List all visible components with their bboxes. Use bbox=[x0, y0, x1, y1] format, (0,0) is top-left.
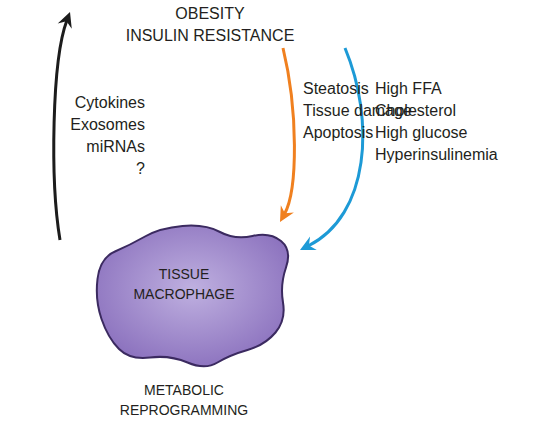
curved-arrow bbox=[300, 48, 363, 250]
edge-label: Cytokines Exosomes miRNAs ? bbox=[70, 94, 145, 177]
arrow-line bbox=[283, 48, 294, 214]
curved-arrow bbox=[280, 48, 294, 222]
heading-text: INSULIN RESISTANCE bbox=[70, 26, 350, 46]
arrow-head bbox=[280, 205, 294, 222]
arrow-head bbox=[58, 12, 72, 29]
edge-label: High FFA Cholesterol High glucose Hyperi… bbox=[375, 80, 498, 163]
macrophage-blob: TISSUE MACROPHAGEMETABOLIC REPROGRAMMING bbox=[60, 222, 300, 372]
arrow-line bbox=[308, 48, 363, 246]
label-frame: High FFA Cholesterol High glucose Hyperi… bbox=[375, 78, 475, 166]
node-label: TISSUE MACROPHAGE bbox=[128, 264, 240, 304]
blob-shape bbox=[97, 226, 288, 367]
arrow-head bbox=[300, 237, 317, 250]
node-caption: METABOLIC REPROGRAMMING bbox=[116, 380, 252, 420]
outcome-heading: OBESITYINSULIN RESISTANCE bbox=[70, 2, 350, 48]
arrow-line bbox=[54, 20, 67, 240]
heading-text: OBESITY bbox=[70, 4, 350, 24]
curved-arrow bbox=[54, 12, 72, 240]
label-frame: Cytokines Exosomes miRNAs ? bbox=[45, 92, 145, 180]
